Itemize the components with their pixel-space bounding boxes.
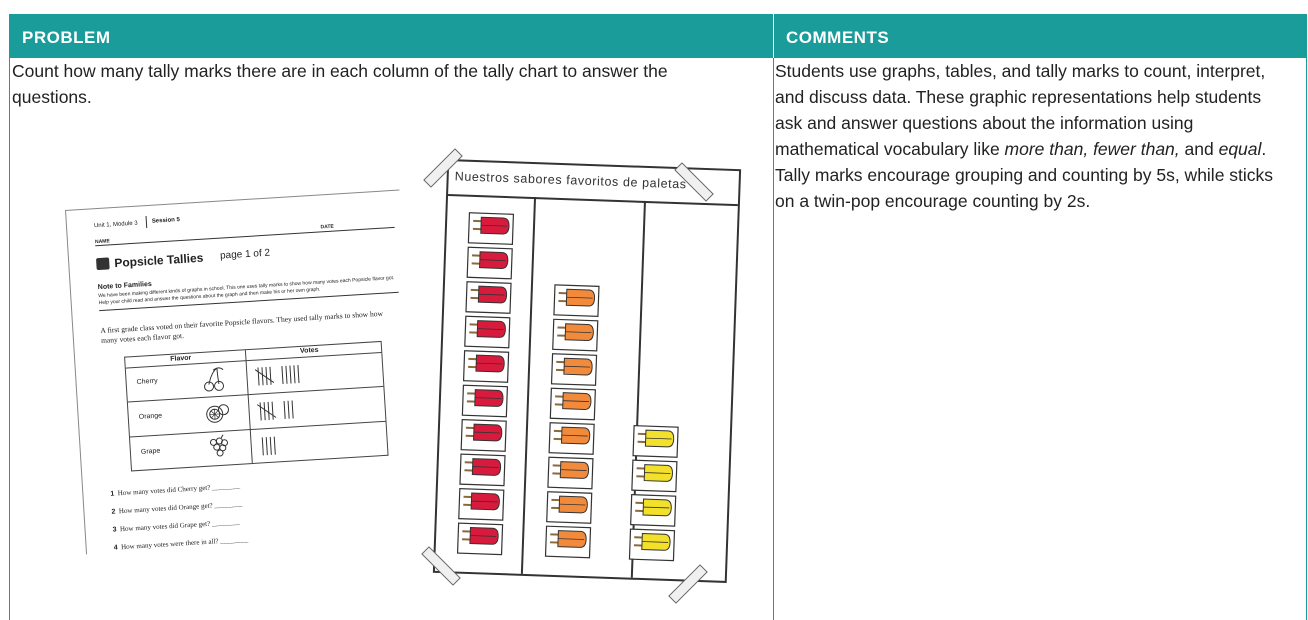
comments-header: COMMENTS: [774, 14, 1307, 58]
problem-comments-table: PROBLEM COMMENTS: [9, 14, 1307, 620]
question-number: 3: [112, 526, 117, 534]
tally-header-votes: Votes: [299, 346, 319, 355]
cherry-popsicle: [456, 522, 504, 556]
orange-popsicle: [552, 318, 599, 352]
comments-text-part: . Tally marks encourage grouping and cou…: [775, 139, 1274, 211]
comments-emphasis-equal: equal: [1218, 139, 1262, 159]
orange-popsicle: [550, 353, 598, 386]
cherry-popsicle: [459, 453, 506, 487]
problem-text: Count how many tally marks there are in …: [12, 61, 668, 107]
comments-text-part: and: [1179, 139, 1219, 159]
cherry-popsicle: [467, 212, 515, 245]
cherry-popsicle: [466, 246, 513, 280]
question-number: 1: [110, 490, 115, 498]
popsicle-poster: Nuestros sabores favoritos de paletas: [432, 158, 742, 584]
tally-row-flavor: Grape: [140, 447, 161, 456]
orange-popsicle: [547, 456, 594, 490]
question-number: 4: [113, 544, 118, 552]
tally-row-flavor: Cherry: [136, 377, 158, 386]
grape-popsicle: [628, 528, 676, 562]
comments-text-part: Students use graphs, tables, and tally m…: [775, 61, 1266, 159]
cherry-popsicle: [460, 419, 507, 452]
cherry-popsicle: [465, 281, 512, 314]
tally-table-col-rule: [244, 350, 253, 464]
worksheet-date-label: DATE: [320, 223, 334, 231]
tally-orange: [256, 400, 294, 421]
tally-table: Flavor Votes Cherry Orange Grape: [124, 340, 389, 472]
grape-popsicle: [631, 459, 678, 493]
cherry-popsicle: [461, 384, 509, 418]
grape-popsicle: [632, 425, 679, 458]
cherry-popsicle: [462, 350, 510, 383]
grape-popsicle: [630, 494, 677, 527]
question-number: 2: [111, 508, 116, 516]
session-icon: [96, 257, 110, 271]
orange-popsicle: [546, 491, 593, 524]
comments-text: Students use graphs, tables, and tally m…: [775, 58, 1285, 214]
cherry-popsicle: [458, 488, 505, 521]
comments-emphasis-more-fewer: more than, fewer than,: [1004, 139, 1180, 159]
grape-icon: [209, 434, 229, 457]
problem-header: PROBLEM: [10, 14, 773, 58]
popsicle-marks: [456, 212, 679, 562]
cherry-popsicle: [464, 315, 511, 349]
tally-header-flavor: Flavor: [170, 354, 192, 363]
worksheet-image: Unit 1, Module 3 Session 5 NAME DATE Pop…: [65, 189, 421, 555]
tally-row-flavor: Orange: [138, 412, 163, 421]
tally-grape: [261, 436, 276, 456]
tally-cherry: [254, 365, 300, 386]
orange-popsicle: [548, 422, 595, 455]
orange-popsicle: [549, 387, 596, 421]
orange-popsicle: [544, 525, 592, 559]
cherry-icon: [204, 367, 225, 392]
column-divider: [773, 58, 774, 620]
orange-icon: [206, 404, 229, 423]
orange-popsicle: [553, 284, 600, 317]
